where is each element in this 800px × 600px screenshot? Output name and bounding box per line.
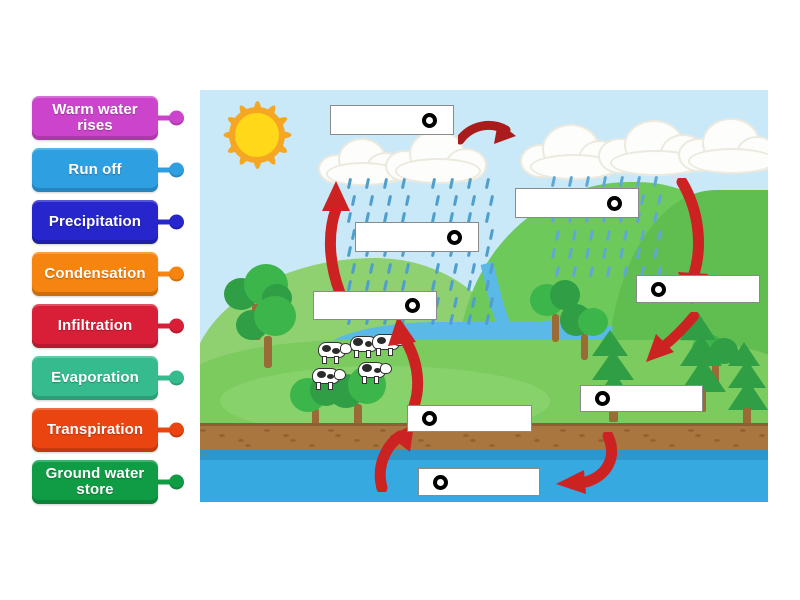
label-tile-condensation[interactable]: Condensation [32, 252, 158, 296]
answer-box-1[interactable] [330, 105, 454, 135]
cow [312, 368, 346, 390]
drop-target-marker[interactable] [447, 229, 462, 245]
label-row: Warm water rises [32, 92, 192, 144]
arrow-runoff-down-icon [640, 312, 702, 370]
answer-box-7[interactable] [407, 405, 532, 432]
pine-tree [680, 312, 726, 412]
tree [236, 296, 300, 368]
label-tile-text: Transpiration [46, 421, 144, 439]
arrow-evaporation-up-icon [320, 175, 356, 295]
label-row: Run off [32, 144, 192, 196]
sun-core [235, 113, 279, 157]
connector-stem [156, 427, 170, 433]
label-tile-ground-water-store[interactable]: Ground water store [32, 460, 158, 504]
sun-icon [222, 100, 292, 170]
drop-target-marker[interactable] [405, 298, 420, 313]
connector-knob [169, 318, 184, 334]
label-tile-text: Evaporation [51, 369, 139, 387]
label-connector [156, 422, 184, 438]
label-tile-text: Condensation [44, 265, 146, 283]
connector-stem [156, 479, 170, 485]
answer-box-3[interactable] [355, 222, 479, 252]
label-row: Infiltration [32, 300, 192, 352]
cow [358, 362, 392, 384]
drop-target-marker[interactable] [595, 391, 610, 406]
drop-target-marker[interactable] [433, 474, 448, 490]
label-tile-warm-water-rises[interactable]: Warm water rises [32, 96, 158, 140]
arrow-transpiration-icon [380, 312, 428, 410]
label-connector [156, 370, 184, 386]
label-connector [156, 318, 184, 334]
drop-target-marker[interactable] [422, 112, 437, 128]
label-tile-transpiration[interactable]: Transpiration [32, 408, 158, 452]
label-row: Evaporation [32, 352, 192, 404]
label-tile-text: Ground water store [45, 464, 145, 498]
answer-box-4[interactable] [636, 275, 760, 303]
connector-knob [169, 370, 184, 386]
connector-stem [156, 323, 170, 329]
label-connector [156, 266, 184, 282]
rainfall-center [430, 177, 510, 338]
answer-box-2[interactable] [515, 188, 639, 218]
pine-tree [728, 342, 768, 426]
arrow-groundwater-icon [548, 432, 622, 494]
tree [560, 302, 610, 360]
answer-box-5[interactable] [313, 291, 437, 320]
label-connector [156, 474, 184, 490]
connector-stem [156, 167, 170, 173]
connector-stem [156, 115, 170, 121]
answer-box-6[interactable] [580, 385, 703, 412]
label-row: Precipitation [32, 196, 192, 248]
label-row: Condensation [32, 248, 192, 300]
label-tile-text: Run off [68, 161, 122, 179]
connector-stem [156, 271, 170, 277]
label-tile-text: Infiltration [57, 317, 133, 335]
connector-knob [169, 214, 184, 230]
drop-target-marker[interactable] [651, 281, 666, 297]
connector-knob [169, 474, 184, 490]
arrow-cloud-to-cloud-icon [458, 118, 520, 154]
connector-stem [156, 219, 170, 225]
water-cycle-diagram [200, 90, 768, 502]
groundwater-surface [200, 450, 768, 460]
connector-knob [169, 422, 184, 438]
label-connector [156, 162, 184, 178]
drop-target-marker[interactable] [607, 195, 622, 211]
label-tile-text: Precipitation [48, 213, 142, 231]
label-row: Transpiration [32, 404, 192, 456]
label-tile-evaporation[interactable]: Evaporation [32, 356, 158, 400]
connector-knob [169, 266, 184, 282]
label-connector [156, 214, 184, 230]
connector-knob [169, 162, 184, 178]
label-row: Ground water store [32, 456, 192, 508]
connector-stem [156, 375, 170, 381]
label-tile-text: Warm water rises [52, 100, 138, 134]
label-tile-infiltration[interactable]: Infiltration [32, 304, 158, 348]
drop-target-marker[interactable] [422, 411, 437, 426]
label-tile-run-off[interactable]: Run off [32, 148, 158, 192]
label-tile-precipitation[interactable]: Precipitation [32, 200, 158, 244]
label-connector [156, 110, 184, 126]
answer-box-8[interactable] [418, 468, 540, 496]
cow [318, 342, 352, 364]
connector-knob [169, 110, 184, 126]
